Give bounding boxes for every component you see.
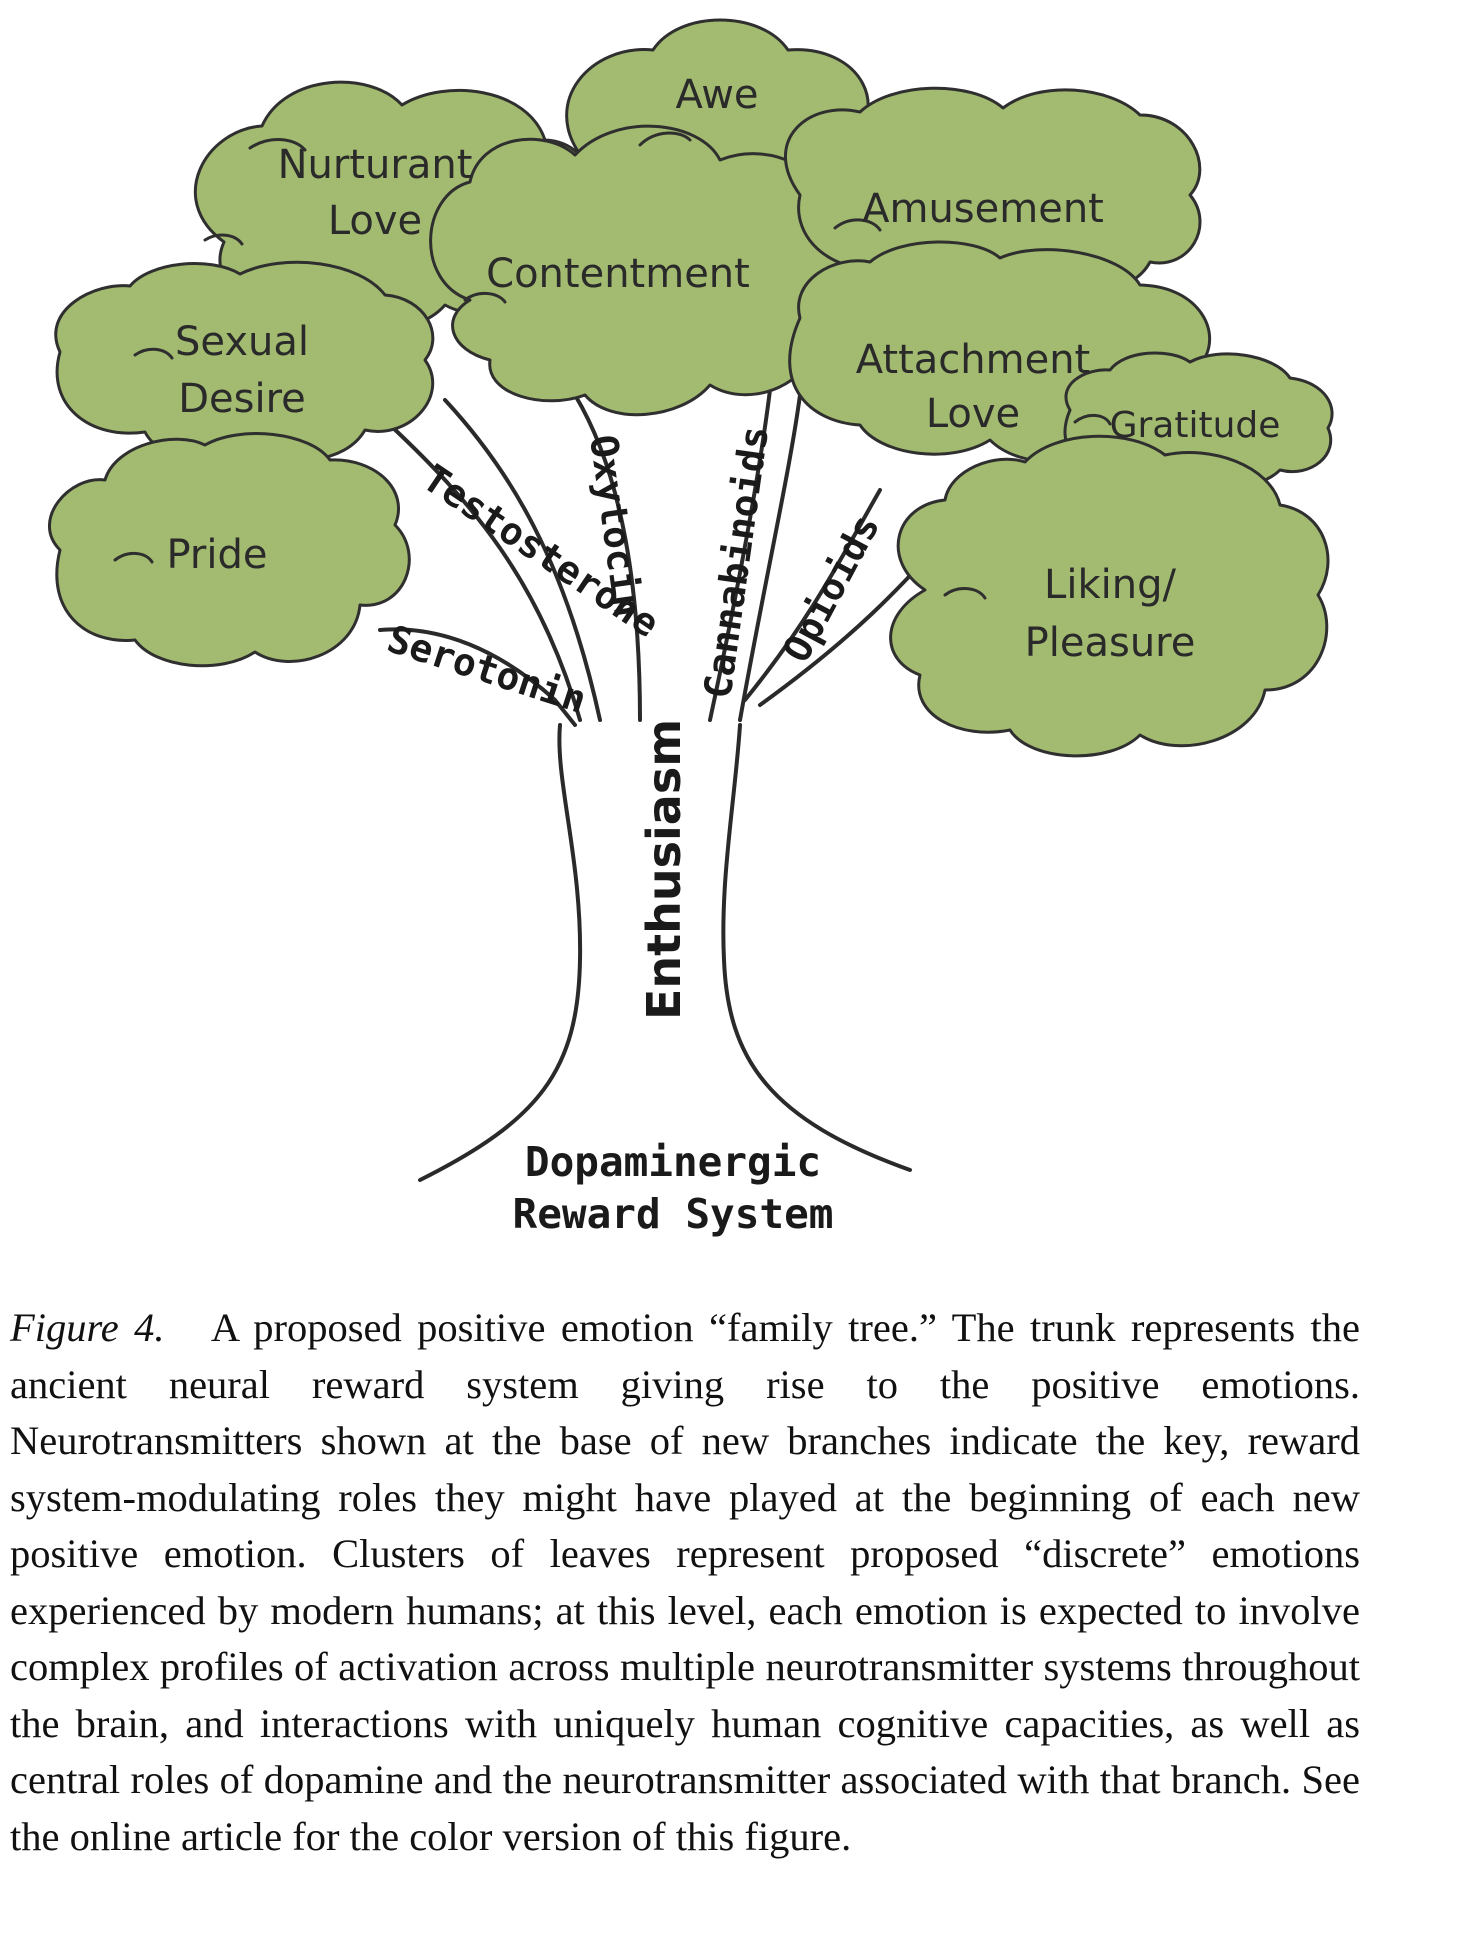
liking-pleasure-cloud (889, 434, 1330, 758)
sexual-desire-label-line2: Desire (178, 376, 306, 422)
liking-label-line2: Pleasure (1025, 620, 1196, 666)
leaf-clouds (47, 18, 1334, 758)
figure-caption: Figure 4. A proposed positive emotion “f… (10, 1300, 1360, 1865)
gratitude-label: Gratitude (1110, 405, 1281, 446)
caption-text: A proposed positive emotion “family tree… (10, 1305, 1361, 1859)
serotonin-label: Serotonin (382, 617, 591, 722)
cannabinoids-label: Cannabinoids (695, 423, 777, 701)
tree-trunk (418, 723, 912, 1182)
pride-label: Pride (167, 532, 268, 578)
emotion-family-tree-diagram: Awe Nurturant Love Contentment Amusement… (47, 18, 1334, 1238)
amusement-label: Amusement (862, 186, 1104, 232)
tree-branches (378, 388, 962, 727)
nurturant-label-line2: Love (328, 198, 422, 244)
pride-cloud (47, 432, 411, 668)
sexual-desire-label-line1: Sexual (175, 319, 309, 365)
base-label-line2: Reward System (513, 1190, 834, 1238)
attachment-label-line2: Love (926, 391, 1020, 437)
opioids-label: Opioids (774, 507, 888, 669)
contentment-label: Contentment (486, 251, 750, 297)
awe-label: Awe (675, 72, 758, 118)
attachment-label-line1: Attachment (856, 337, 1091, 383)
liking-label-line1: Liking/ (1044, 562, 1176, 608)
base-label-line1: Dopaminergic (525, 1138, 821, 1186)
nurturant-label-line1: Nurturant (278, 142, 473, 188)
figure-label: Figure 4. (10, 1305, 165, 1350)
leaf-detail-strokes (113, 131, 1112, 600)
enthusiasm-label: Enthusiasm (637, 719, 691, 1020)
